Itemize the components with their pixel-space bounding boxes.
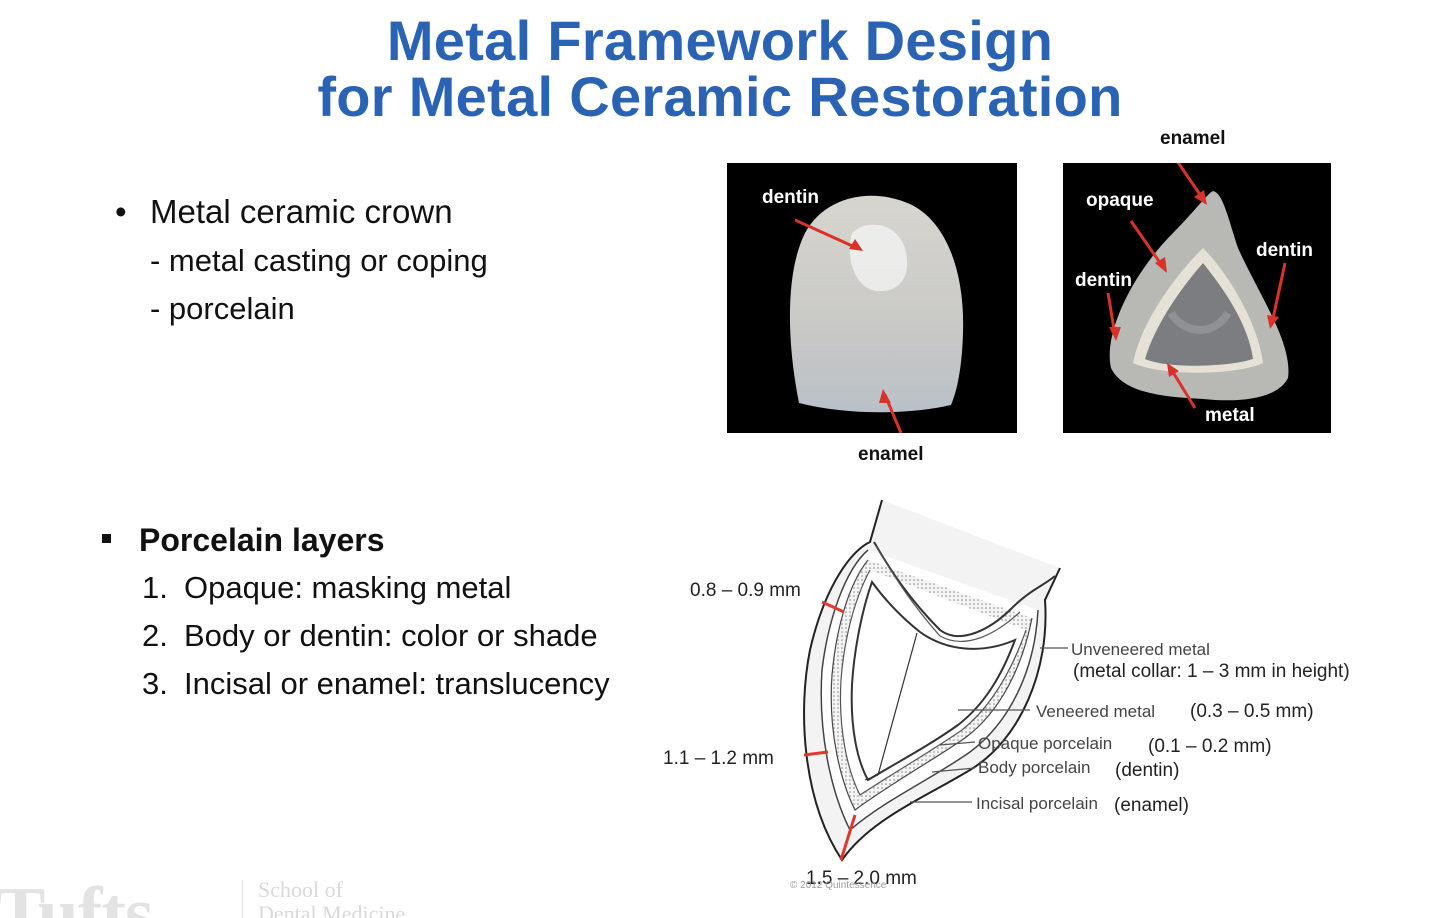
dimension-middle: 1.1 – 1.2 mm	[663, 748, 774, 769]
label-body-note: (dentin)	[1115, 760, 1180, 781]
tufts-wordmark: Tufts	[0, 873, 154, 918]
layer-item-body: 2. Body or dentin: color or shade	[142, 618, 598, 654]
bullet-dot: •	[115, 193, 127, 230]
dimension-bottom: 1.5 – 2.0 mm	[806, 868, 917, 889]
layer-item-incisal: 3. Incisal or enamel: translucency	[142, 666, 610, 702]
label-veneered-metal: Veneered metal	[1036, 702, 1156, 721]
bullet-label: Porcelain layers	[139, 522, 385, 558]
label-opaque-porcelain: Opaque porcelain	[978, 734, 1113, 753]
layer-item-opaque: 1. Opaque: masking metal	[142, 570, 511, 606]
school-line-1: School of	[258, 877, 343, 902]
label-metal: metal	[1205, 405, 1255, 426]
layer-number: 2.	[142, 618, 168, 653]
label-dentin-left: dentin	[1075, 270, 1132, 291]
school-name: School of Dental Medicine	[258, 878, 405, 918]
slide-title-line-2: for Metal Ceramic Restoration	[317, 65, 1123, 128]
diagram-copyright: © 2012 Quintessence	[790, 880, 887, 891]
label-enamel-top: enamel	[1160, 128, 1226, 149]
label-enamel-bottom: enamel	[858, 444, 924, 465]
bullet-label: Metal ceramic crown	[150, 193, 453, 230]
footer-divider	[242, 880, 243, 918]
label-metal-collar: (metal collar: 1 – 3 mm in height)	[1073, 661, 1350, 682]
footer-logo: Tufts School of Dental Medicine	[0, 860, 480, 918]
layer-text: Body or dentin: color or shade	[184, 618, 598, 653]
slide-title-line-1: Metal Framework Design	[386, 9, 1054, 72]
dimension-top: 0.8 – 0.9 mm	[690, 580, 801, 601]
layer-text: Opaque: masking metal	[184, 570, 512, 605]
label-dentin-right: dentin	[1256, 240, 1313, 261]
crown-image	[789, 195, 964, 433]
label-opaque-range: (0.1 – 0.2 mm)	[1148, 736, 1272, 757]
framework-drawing	[803, 499, 1068, 862]
cross-section-image	[1106, 163, 1289, 409]
label-opaque: opaque	[1086, 190, 1154, 211]
sub-item-metal-casting: - metal casting or coping	[150, 243, 488, 278]
sub-item-porcelain: - porcelain	[150, 291, 295, 326]
label-unveneered-metal: Unveneered metal	[1071, 640, 1210, 659]
crown-photo: dentin	[727, 163, 1017, 433]
label-body-porcelain: Body porcelain	[978, 758, 1091, 777]
label-incisal-porcelain: Incisal porcelain	[976, 794, 1098, 813]
layer-text: Incisal or enamel: translucency	[184, 666, 610, 701]
layer-number: 1.	[142, 570, 168, 605]
framework-diagram	[640, 490, 1070, 895]
label-incisal-note: (enamel)	[1114, 795, 1189, 816]
school-line-2: Dental Medicine	[258, 901, 406, 918]
label-dentin: dentin	[762, 187, 819, 208]
cross-section-photo: opaque dentin dentin metal	[1063, 163, 1331, 433]
layer-number: 3.	[142, 666, 168, 701]
label-veneered-range: (0.3 – 0.5 mm)	[1190, 701, 1314, 722]
bullet-porcelain-layers: Porcelain layers	[102, 522, 384, 559]
bullet-square	[102, 534, 111, 543]
